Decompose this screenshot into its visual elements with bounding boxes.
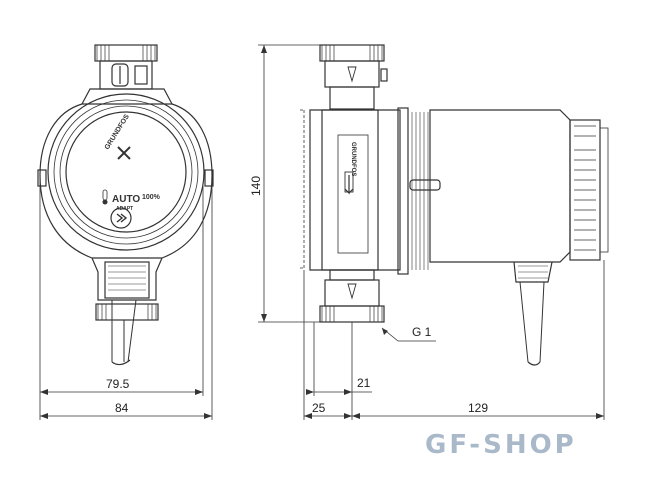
side-view	[300, 44, 609, 366]
dim-port-width: 25	[312, 401, 326, 415]
front-view	[37, 44, 214, 366]
dim-body-length: 129	[468, 401, 488, 415]
brand-label-side: GRUNDFOS	[350, 142, 356, 176]
dim-port-offset: 21	[357, 376, 371, 390]
brand-label-front: GRUNDFOS	[104, 113, 131, 151]
watermark: GF-SHOP	[425, 430, 577, 460]
thread-label: G 1	[412, 325, 432, 339]
dim-front-width-outer: 84	[115, 401, 129, 415]
dim-front-width-inner: 79.5	[106, 377, 130, 391]
mode-label: AUTO	[112, 194, 140, 205]
speed-label: 100%	[142, 194, 161, 201]
adapt-label: ADAPT	[116, 206, 133, 212]
arrowheads	[40, 45, 604, 419]
dim-height: 140	[249, 176, 263, 196]
